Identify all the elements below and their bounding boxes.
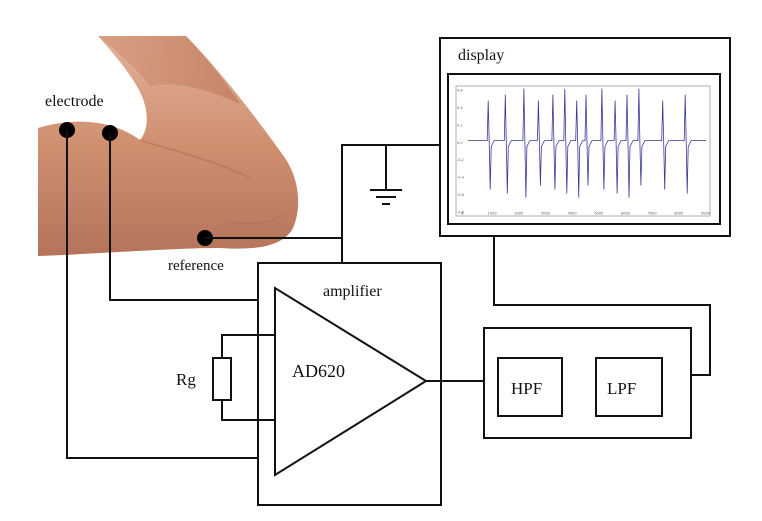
arm-illustration xyxy=(38,36,299,256)
plot-x-tick: 1000 xyxy=(488,212,497,216)
plot-y-tick: 0.4 xyxy=(457,106,463,110)
plot-y-tick: -0.6 xyxy=(457,193,464,197)
plot-y-tick: 0.6 xyxy=(457,89,463,93)
display-label: display xyxy=(458,47,504,64)
amplifier-label: amplifier xyxy=(323,283,382,300)
plot-x-tick: 6000 xyxy=(621,212,630,216)
plot-y-tick: 0.2 xyxy=(457,123,463,127)
wire-electrode-1 xyxy=(66,130,275,459)
plot-frame xyxy=(455,85,711,217)
plot-x-tick: 8000 xyxy=(674,212,683,216)
wire-electrode-2 xyxy=(109,133,275,301)
plot-y-tick: -0.4 xyxy=(457,176,465,180)
plot-x-tick: 5000 xyxy=(594,212,603,216)
plot-y-tick: -0.8 xyxy=(457,211,464,215)
rg-label: Rg xyxy=(176,370,196,389)
wire-display-to-filter xyxy=(493,236,711,376)
plot-x-tick: 3000 xyxy=(541,212,550,216)
ground-icon xyxy=(370,189,402,205)
display-plot: 0.6 0.4 0.2 0.0 -0.2 -0.4 -0.6 -0.80 1000 2000 300… xyxy=(455,85,711,217)
wire-rg-bottom xyxy=(221,400,275,421)
amp-chip-label: AD620 xyxy=(292,361,345,381)
plot-x-tick: 7000 xyxy=(648,212,657,216)
wire-ground-bus xyxy=(341,144,440,268)
reference-label: reference xyxy=(168,258,224,274)
plot-y-tick: 0.0 xyxy=(457,141,463,145)
wire-rg-top xyxy=(221,334,275,358)
hpf-label: HPF xyxy=(511,379,542,398)
plot-x-tick: 9000 xyxy=(701,212,710,216)
plot-x-tick: 2000 xyxy=(514,212,523,216)
plot-x-tick: 0 xyxy=(461,212,463,216)
resistor-icon xyxy=(212,357,232,401)
electrode-label: electrode xyxy=(45,93,104,110)
lpf-label: LPF xyxy=(607,379,636,398)
plot-x-tick: 4000 xyxy=(568,212,577,216)
emg-signal-trace xyxy=(468,88,706,198)
op-amp-icon xyxy=(274,286,428,477)
lpf-block xyxy=(595,357,663,417)
plot-y-tick: -0.2 xyxy=(457,158,464,162)
hpf-block xyxy=(497,357,563,417)
